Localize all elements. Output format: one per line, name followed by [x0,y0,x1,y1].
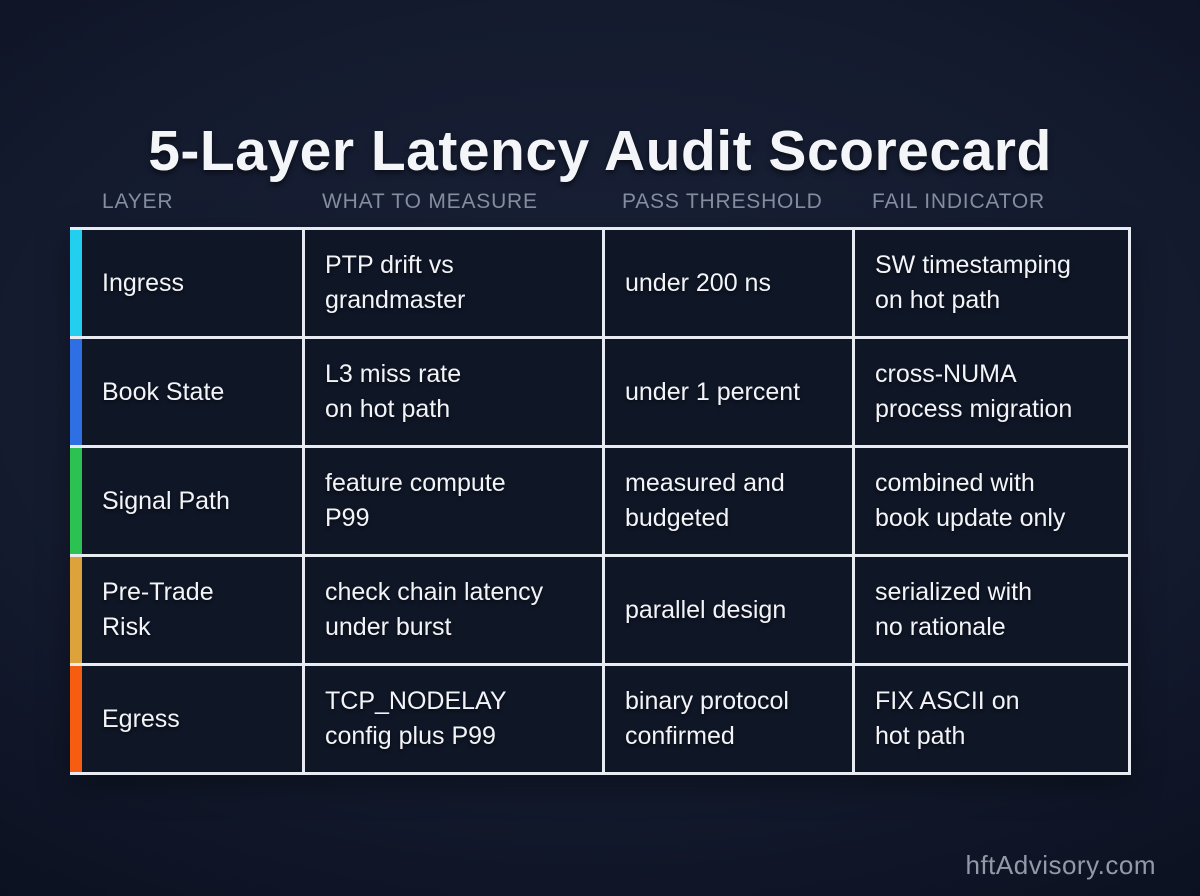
brand-watermark: hftAdvisory.com [965,850,1156,880]
table-row: Ingress PTP drift vs grandmaster under 2… [70,230,1128,339]
row-accent-bar [70,557,82,663]
table-row: Pre-Trade Risk check chain latency under… [70,557,1128,666]
cell-pass: binary protocol confirmed [602,666,852,772]
cell-layer: Book State [82,339,302,445]
table-column-headers: LAYER WHAT TO MEASURE PASS THRESHOLD FAI… [70,190,1128,214]
cell-measure: check chain latency under burst [302,557,602,663]
row-accent-bar [70,339,82,445]
row-accent-bar [70,666,82,772]
table-row: Egress TCP_NODELAY config plus P99 binar… [70,666,1128,772]
cell-layer: Ingress [82,230,302,336]
cell-pass: under 1 percent [602,339,852,445]
cell-layer: Pre-Trade Risk [82,557,302,663]
cell-measure: PTP drift vs grandmaster [302,230,602,336]
column-header-pass: PASS THRESHOLD [622,190,823,213]
cell-fail: combined with book update only [852,448,1128,554]
cell-measure: TCP_NODELAY config plus P99 [302,666,602,772]
cell-fail: SW timestamping on hot path [852,230,1128,336]
cell-fail: cross-NUMA process migration [852,339,1128,445]
cell-measure: feature compute P99 [302,448,602,554]
cell-fail: serialized with no rationale [852,557,1128,663]
column-header-measure: WHAT TO MEASURE [322,190,538,213]
cell-pass: under 200 ns [602,230,852,336]
row-accent-bar [70,230,82,336]
scorecard-table: Ingress PTP drift vs grandmaster under 2… [70,227,1131,775]
cell-layer: Signal Path [82,448,302,554]
row-accent-bar [70,448,82,554]
column-header-fail: FAIL INDICATOR [872,190,1046,213]
cell-measure: L3 miss rate on hot path [302,339,602,445]
cell-fail: FIX ASCII on hot path [852,666,1128,772]
cell-layer: Egress [82,666,302,772]
table-row: Signal Path feature compute P99 measured… [70,448,1128,557]
cell-pass: measured and budgeted [602,448,852,554]
table-row: Book State L3 miss rate on hot path unde… [70,339,1128,448]
page-title: 5-Layer Latency Audit Scorecard [148,119,1052,184]
column-header-layer: LAYER [102,190,174,213]
cell-pass: parallel design [602,557,852,663]
